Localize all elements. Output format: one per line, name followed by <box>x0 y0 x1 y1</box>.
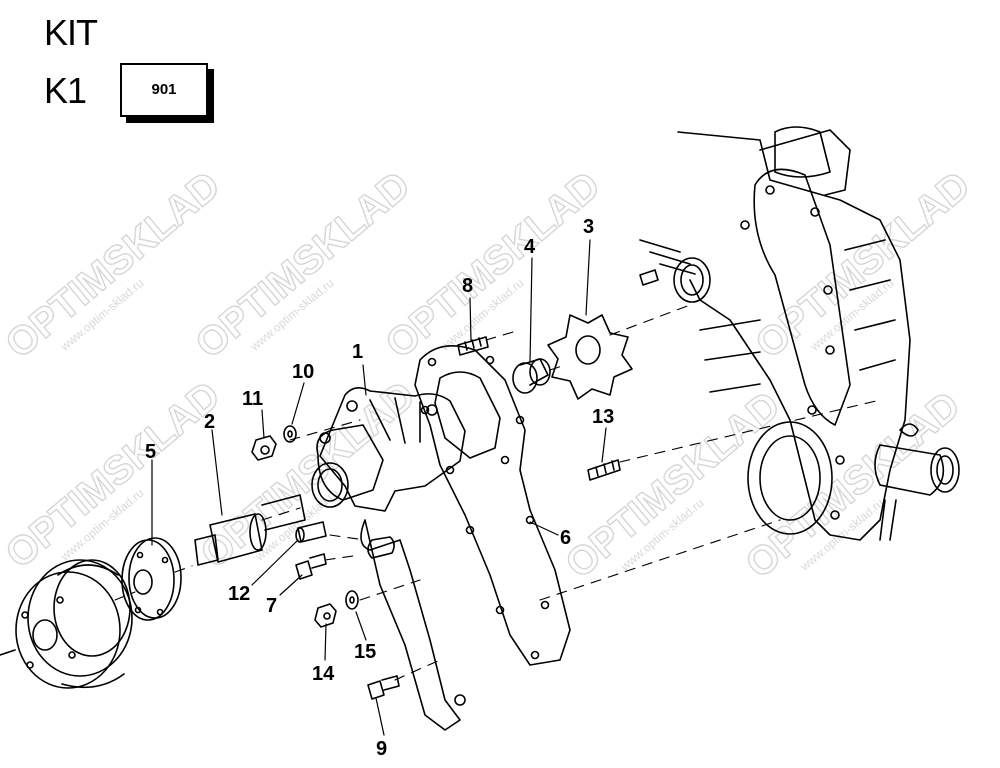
gasket <box>414 344 571 666</box>
pulley <box>0 559 133 689</box>
seal <box>512 358 551 394</box>
leader-lines <box>151 239 607 736</box>
callout-15: 15 <box>354 641 376 663</box>
watermark-brand: OPTIMSKLAD <box>748 163 979 367</box>
callout-9: 9 <box>376 738 387 760</box>
plug-7 <box>295 553 327 580</box>
callout-12: 12 <box>228 583 250 605</box>
hub <box>121 537 182 621</box>
watermark-layer: OPTIMSKLAD www.optim-sklad.ru OPTIMSKLAD… <box>0 163 979 588</box>
stud-8 <box>457 336 489 356</box>
washer-10 <box>283 425 297 443</box>
callout-10: 10 <box>292 361 314 383</box>
sleeve-12 <box>295 521 327 543</box>
callout-6: 6 <box>560 527 571 549</box>
callout-11: 11 <box>242 388 263 410</box>
watermark-brand: OPTIMSKLAD <box>193 373 424 577</box>
assembly-lines <box>114 304 881 681</box>
stud-13 <box>587 459 621 481</box>
engine-timing-cover <box>639 126 960 541</box>
kit-label: KIT <box>44 12 98 53</box>
shaft-bearing <box>194 494 306 566</box>
water-pump-body <box>311 387 466 731</box>
impeller <box>547 314 633 400</box>
callout-7: 7 <box>266 595 277 617</box>
washer-15 <box>345 590 359 610</box>
kit-code-label: K1 <box>44 70 87 111</box>
timing-cover-bolt-holes <box>740 185 845 520</box>
callout-2: 2 <box>204 411 215 433</box>
callout-3: 3 <box>583 216 594 238</box>
callout-13: 13 <box>592 406 614 428</box>
kit-code: 901 <box>151 81 177 98</box>
callout-8: 8 <box>462 275 473 297</box>
kit-code-box: 901 <box>120 63 208 117</box>
callout-14: 14 <box>312 663 335 685</box>
nut-11 <box>251 435 277 461</box>
nut-14 <box>314 603 337 628</box>
bolt-9 <box>367 675 400 700</box>
callout-5: 5 <box>145 441 156 463</box>
callout-labels: 1 2 3 4 5 6 7 8 9 10 11 12 13 14 15 <box>145 216 614 760</box>
callout-1: 1 <box>352 341 363 363</box>
callout-4: 4 <box>524 236 536 258</box>
